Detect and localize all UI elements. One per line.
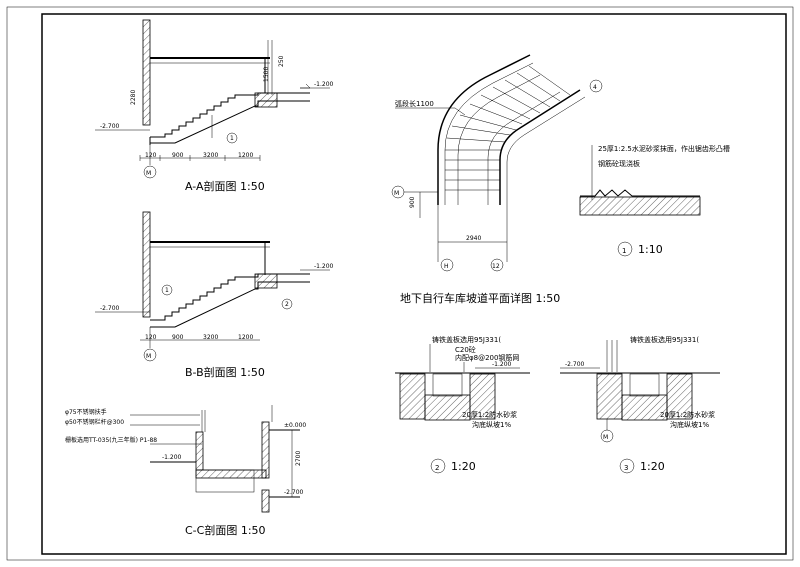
d3-note-a: 铸铁盖板选用95J331( xyxy=(630,335,699,344)
d3-label-circle xyxy=(619,458,635,474)
bb-axis-m xyxy=(143,348,157,362)
svg-text:12: 12 xyxy=(492,263,500,270)
inner-border xyxy=(41,13,787,555)
aa-axis-m xyxy=(143,165,157,179)
detail-1: 25厚1:2.5水泥砂浆抹面，作出锯齿形凸槽 钢筋砼现浇板 1 1:10 xyxy=(579,144,730,257)
cc-note-rail: φ75不锈钢扶手 xyxy=(65,408,107,416)
section-cc: φ75不锈钢扶手 φ50不锈钢栏杆@300 栅板选用TT-035(九三年版) P… xyxy=(65,405,306,537)
aa-elev-top: -1.200 xyxy=(314,81,334,88)
cc-elev-left: -1.200 xyxy=(162,454,182,461)
d1-note-a: 25厚1:2.5水泥砂浆抹面，作出锯齿形凸槽 xyxy=(598,144,730,153)
plan-dim-v: 900 xyxy=(409,196,416,208)
plan-axis-h xyxy=(440,258,454,272)
svg-text:2: 2 xyxy=(285,301,289,308)
aa-dim-top: 250 xyxy=(278,55,285,67)
cc-title: C-C剖面图 1:50 xyxy=(185,523,266,537)
plan-axis-12 xyxy=(490,258,504,272)
plan-arc-note: 弧段长1100 xyxy=(395,99,434,108)
aa-dim-1: 120 xyxy=(145,152,157,159)
d2-note-b: C20砼 xyxy=(455,345,476,354)
section-aa: 120 900 3200 1200 2280 1500 250 -1.200 -… xyxy=(95,19,334,193)
d2-scale: 1:20 xyxy=(451,460,476,473)
cc-note-grate: 栅板选用TT-035(九三年版) P1-88 xyxy=(65,436,157,444)
d3-scale: 1:20 xyxy=(640,460,665,473)
d2-note-c: 内配φ8@200钢筋网 xyxy=(455,353,519,362)
svg-text:3: 3 xyxy=(624,464,628,472)
ramp-plan: 2940 900 弧段长1100 M H 12 4 地下自行车库坡道平面详图 1… xyxy=(391,54,603,305)
bb-dim-2: 900 xyxy=(172,334,184,341)
bb-detail-callout-1 xyxy=(161,284,173,296)
aa-dim-4: 1200 xyxy=(238,152,253,159)
bb-dim-4: 1200 xyxy=(238,334,253,341)
aa-dim-2: 900 xyxy=(172,152,184,159)
bb-dim-1: 120 xyxy=(145,334,157,341)
detail-3: 铸铁盖板选用95J331( -2.700 20厚1:2防水砂浆 沟底纵坡1% M… xyxy=(560,335,720,474)
d3-elev: -2.700 xyxy=(565,361,585,368)
aa-dim-3: 3200 xyxy=(203,152,218,159)
bb-detail-callout-2 xyxy=(281,298,293,310)
svg-text:M: M xyxy=(603,434,608,441)
cc-dim-v: 2700 xyxy=(295,451,302,466)
bb-elev-bottom: -2.700 xyxy=(100,305,120,312)
svg-text:1: 1 xyxy=(622,247,626,255)
detail-2: 铸铁盖板选用95J331( C20砼 内配φ8@200钢筋网 -1.200 20… xyxy=(395,335,530,474)
plan-title: 地下自行车库坡道平面详图 1:50 xyxy=(400,291,560,305)
svg-text:1: 1 xyxy=(165,287,169,294)
d3-axis-m xyxy=(600,429,614,443)
svg-text:2: 2 xyxy=(435,464,439,472)
bb-title: B-B剖面图 1:50 xyxy=(185,365,265,379)
bb-dim-3: 3200 xyxy=(203,334,218,341)
svg-text:1: 1 xyxy=(230,135,234,142)
plan-axis-4 xyxy=(589,79,603,93)
outer-border xyxy=(6,6,794,561)
svg-text:H: H xyxy=(444,263,449,270)
plan-dim-w: 2940 xyxy=(466,235,481,242)
bb-elev-top: -1.200 xyxy=(314,263,334,270)
aa-dim-v2: 1500 xyxy=(263,67,270,82)
aa-title: A-A剖面图 1:50 xyxy=(185,179,265,193)
d1-label-circle xyxy=(617,241,633,257)
d2-elev: -1.200 xyxy=(492,361,512,368)
svg-text:M: M xyxy=(394,190,399,197)
section-bb: 120 900 3200 1200 -1.200 -2.700 1 2 M B-… xyxy=(95,211,334,379)
aa-detail-callout xyxy=(226,132,238,144)
svg-text:M: M xyxy=(146,170,151,177)
bb-wall xyxy=(142,211,151,318)
d3-note-e: 沟底纵坡1% xyxy=(670,420,709,429)
cc-note-post: φ50不锈钢栏杆@300 xyxy=(65,418,124,426)
d2-note-a: 铸铁盖板选用95J331( xyxy=(432,335,501,344)
d2-note-d: 20厚1:2防水砂浆 xyxy=(462,410,517,419)
svg-text:4: 4 xyxy=(593,84,597,91)
d1-scale: 1:10 xyxy=(638,243,663,256)
d3-note-d: 20厚1:2防水砂浆 xyxy=(660,410,715,419)
d1-note-b: 钢筋砼现浇板 xyxy=(598,159,640,168)
aa-wall xyxy=(142,19,151,126)
d2-note-e: 沟底纵坡1% xyxy=(472,420,511,429)
cc-elev-top: ±0.000 xyxy=(284,422,306,429)
svg-text:M: M xyxy=(146,353,151,360)
aa-dim-v: 2280 xyxy=(130,90,137,105)
cc-elev-bottom: -2.700 xyxy=(284,489,304,496)
aa-elev-bottom: -2.700 xyxy=(100,123,120,130)
d2-label-circle xyxy=(430,458,446,474)
